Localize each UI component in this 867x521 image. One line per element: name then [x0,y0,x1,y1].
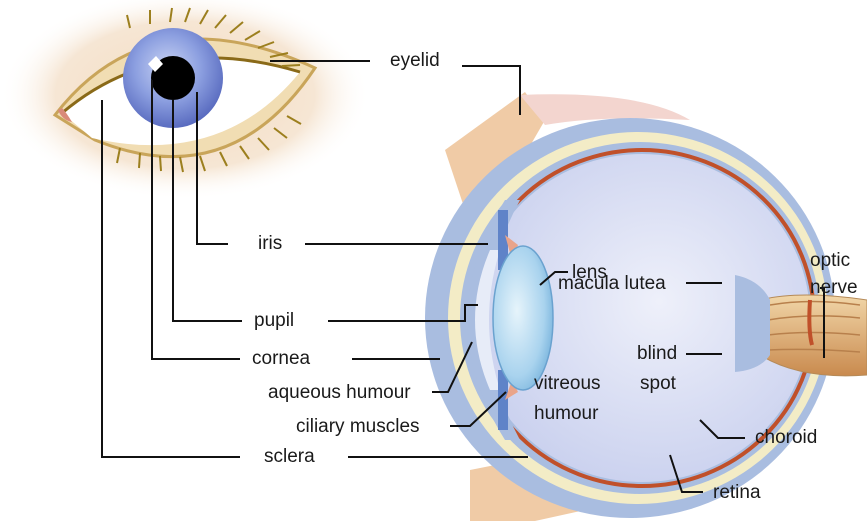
label-vitreous-line1: vitreous [534,373,601,394]
label-optic-line1: optic [810,250,850,271]
optic-nerve [760,295,867,376]
label-eyelid: eyelid [390,50,440,71]
front-eye [0,0,370,200]
label-choroid: choroid [755,427,817,448]
label-aqueous-humour: aqueous humour [268,382,411,403]
label-retina: retina [713,482,761,503]
label-vitreous-line2: humour [534,403,599,424]
label-sclera: sclera [264,446,315,467]
label-blind-line1: blind [637,343,677,364]
label-cornea: cornea [252,348,311,369]
label-macula-lutea: macula lutea [558,273,666,294]
lens-body [493,246,553,390]
label-optic-line2: nerve [810,277,858,298]
label-ciliary-muscles: ciliary muscles [296,416,420,437]
label-iris: iris [258,233,282,254]
label-pupil: pupil [254,310,294,331]
label-blind-line2: spot [640,373,677,394]
